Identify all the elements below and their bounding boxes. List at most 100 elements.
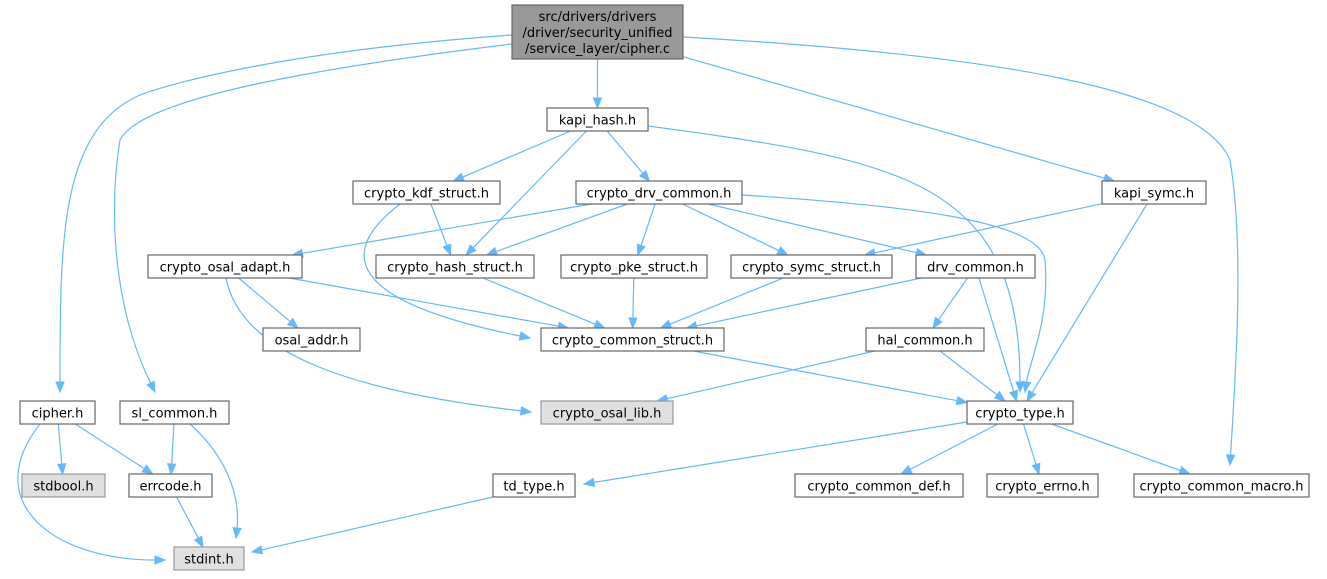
node-kapi-symc[interactable]: kapi_symc.h (1101, 180, 1207, 205)
arrowhead-icon (1021, 380, 1032, 394)
arrowhead-icon (1225, 454, 1236, 467)
edge-line (57, 423, 63, 465)
node-box (575, 180, 743, 205)
node-osal-addr[interactable]: osal_addr.h (262, 327, 361, 352)
node-crypto-drv-common[interactable]: crypto_drv_common.h (575, 180, 743, 205)
edge-line (1051, 423, 1181, 472)
edge-line (189, 423, 239, 529)
node-crypto-errno[interactable]: crypto_errno.h (986, 473, 1099, 498)
edge-line (632, 277, 635, 319)
node-label: kapi_hash.h (559, 114, 636, 129)
edge-kapi_hash-to-crypto_type (647, 125, 1025, 394)
node-crypto-osal-adapt[interactable]: crypto_osal_adapt.h (147, 254, 303, 279)
edge-line (708, 203, 917, 254)
node-crypto-kdf-struct[interactable]: crypto_kdf_struct.h (352, 180, 501, 205)
node-box (1101, 180, 1207, 205)
node-label: kapi_symc.h (1114, 187, 1194, 202)
nodes-layer: src/drivers/drivers/driver/security_unif… (19, 4, 1310, 571)
edge-cipher_h-to-errcode (74, 423, 154, 475)
arrowhead-icon (232, 527, 242, 540)
edge-line (225, 277, 522, 412)
node-crypto-common-struct[interactable]: crypto_common_struct.h (540, 327, 725, 352)
edge-root-to-kapi_hash (592, 59, 603, 110)
edge-crypto_osal_adapt-to-crypto_osal_lib (225, 277, 533, 416)
edge-line (682, 56, 1105, 179)
edge-line (74, 423, 145, 470)
node-crypto-common-macro[interactable]: crypto_common_macro.h (1133, 473, 1310, 498)
edge-line (640, 203, 656, 246)
edge-crypto_drv_common-to-crypto_osal_adapt (291, 203, 592, 258)
node-label: crypto_osal_adapt.h (160, 261, 291, 276)
node-box (1133, 473, 1310, 498)
arrowhead-icon (56, 463, 67, 476)
node-box (546, 107, 649, 132)
edge-line (593, 421, 968, 483)
node-kapi-hash[interactable]: kapi_hash.h (546, 107, 649, 132)
node-label: stdbool.h (33, 480, 93, 495)
node-sl-common[interactable]: sl_common.h (119, 400, 230, 425)
arrowhead-icon (1178, 465, 1192, 475)
edge-hal_common-to-crypto_osal_lib (655, 350, 876, 404)
edge-line (176, 496, 199, 539)
edge-drv_common-to-hal_common (932, 277, 968, 330)
edge-td_type-to-stdint (250, 496, 494, 555)
node-crypto-hash-struct[interactable]: crypto_hash_struct.h (375, 254, 535, 279)
arrowhead-icon (593, 319, 606, 329)
edge-line (939, 350, 998, 396)
node-box (375, 254, 535, 279)
node-crypto-pke-struct[interactable]: crypto_pke_struct.h (560, 254, 708, 279)
edge-line (647, 125, 1021, 383)
node-box (147, 254, 303, 279)
arrowhead-icon (520, 406, 533, 416)
node-td-type[interactable]: td_type.h (492, 473, 576, 498)
edge-line (874, 203, 1103, 254)
arrowhead-icon (592, 97, 603, 110)
edge-crypto_pke_struct-to-crypto_common_struct (628, 277, 638, 330)
edge-root-to-crypto_common_macro (682, 36, 1239, 467)
node-label: crypto_osal_lib.h (553, 407, 662, 422)
arrowhead-icon (1031, 462, 1041, 476)
node-crypto-common-def[interactable]: crypto_common_def.h (794, 473, 964, 498)
node-drv-common[interactable]: drv_common.h (915, 254, 1036, 279)
edge-line (289, 277, 559, 327)
node-crypto-symc-struct[interactable]: crypto_symc_struct.h (730, 254, 893, 279)
edge-line (462, 130, 571, 178)
arrowhead-icon (932, 316, 943, 330)
edge-line (17, 423, 156, 561)
edge-crypto_drv_common-to-crypto_symc_struct (682, 203, 790, 256)
edge-kapi_symc-to-crypto_type (1026, 203, 1148, 403)
node-crypto-type[interactable]: crypto_type.h (966, 400, 1074, 425)
node-crypto-osal-lib: crypto_osal_lib.h (540, 400, 674, 425)
node-box (966, 400, 1074, 425)
edge-line (482, 277, 596, 325)
node-root[interactable]: src/drivers/drivers/driver/security_unif… (511, 4, 684, 60)
arrowhead-icon (582, 477, 596, 488)
edge-line (1031, 203, 1148, 393)
arrowhead-icon (286, 317, 299, 329)
node-label: crypto_pke_struct.h (570, 261, 698, 276)
node-label: /service_layer/cipher.c (525, 42, 670, 57)
arrowhead-icon (166, 463, 177, 476)
edge-line (666, 350, 876, 400)
edge-line (59, 34, 513, 383)
edge-line (363, 203, 521, 337)
arrowhead-icon (55, 381, 65, 394)
node-hal-common[interactable]: hal_common.h (865, 327, 985, 352)
edge-line (978, 277, 1015, 392)
edge-sl_common-to-errcode (166, 423, 177, 476)
node-cipher-h[interactable]: cipher.h (19, 400, 96, 425)
arrowhead-icon (485, 246, 499, 256)
edge-line (693, 350, 958, 402)
edge-line (682, 36, 1239, 456)
node-box (352, 180, 501, 205)
edge-line (495, 203, 628, 253)
node-box (173, 546, 245, 571)
edge-line (938, 277, 968, 321)
edge-line (171, 423, 175, 465)
arrowhead-icon (659, 319, 673, 329)
arrowhead-icon (465, 244, 477, 256)
node-errcode[interactable]: errcode.h (128, 473, 213, 498)
edge-kapi_hash-to-crypto_hash_struct (465, 130, 587, 256)
edge-crypto_hash_struct-to-crypto_common_struct (482, 277, 606, 329)
